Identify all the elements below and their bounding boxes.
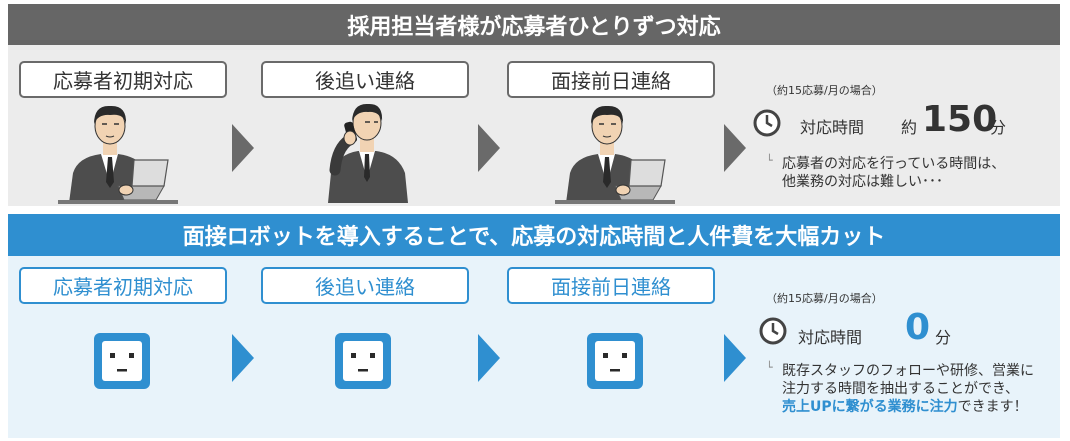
current-process-panel: 採用担当者様が応募者ひとりずつ対応 応募者初期対応 後追い連絡 面接前日連絡 （… xyxy=(8,4,1060,206)
highlight-text: 売上UPに繋がる業務に注力 xyxy=(782,399,958,415)
response-time-value: 0 xyxy=(905,307,931,348)
step-follow-up: 後追い連絡 xyxy=(261,61,469,98)
minutes-unit: 分 xyxy=(990,118,1007,137)
businessman-phone-icon xyxy=(313,100,423,208)
arrow-right-icon xyxy=(232,124,254,172)
robot-face-icon xyxy=(587,333,643,389)
step-initial-response: 応募者初期対応 xyxy=(19,267,227,304)
businessman-laptop-icon xyxy=(554,105,676,205)
arrow-right-icon xyxy=(724,124,746,172)
robot-process-banner: 面接ロボットを導入することで、応募の対応時間と人件費を大幅カット xyxy=(8,214,1060,256)
robot-face-icon xyxy=(335,333,391,389)
arrow-right-icon xyxy=(232,334,254,382)
monthly-assumption-note: （約15応募/月の場合） xyxy=(766,84,883,97)
response-time-label: 対応時間 xyxy=(800,118,865,137)
arrow-right-icon xyxy=(724,334,746,382)
clock-icon xyxy=(753,109,781,137)
response-time-value: 150 xyxy=(922,99,998,140)
arrow-right-icon xyxy=(478,334,500,382)
minutes-unit: 分 xyxy=(935,328,952,347)
clock-icon xyxy=(759,317,787,345)
robot-face-icon xyxy=(94,333,150,389)
monthly-assumption-note: （約15応募/月の場合） xyxy=(766,292,883,305)
response-time-label: 対応時間 xyxy=(798,328,863,347)
arrow-right-icon xyxy=(478,124,500,172)
current-process-banner: 採用担当者様が応募者ひとりずつ対応 xyxy=(8,4,1060,45)
step-day-before-contact: 面接前日連絡 xyxy=(507,267,715,304)
step-initial-response: 応募者初期対応 xyxy=(19,61,227,98)
robot-process-description: 既存スタッフのフォローや研修、営業に 注力する時間を抽出することができ、 売上U… xyxy=(782,363,1034,415)
step-follow-up: 後追い連絡 xyxy=(261,267,469,304)
businessman-laptop-icon xyxy=(57,105,179,205)
current-process-description: 応募者の対応を行っている時間は、 他業務の対応は難しい･･･ xyxy=(782,156,1006,190)
step-day-before-contact: 面接前日連絡 xyxy=(507,61,715,98)
approx-label: 約 xyxy=(901,118,918,137)
robot-process-panel: 面接ロボットを導入することで、応募の対応時間と人件費を大幅カット 応募者初期対応… xyxy=(8,214,1060,438)
